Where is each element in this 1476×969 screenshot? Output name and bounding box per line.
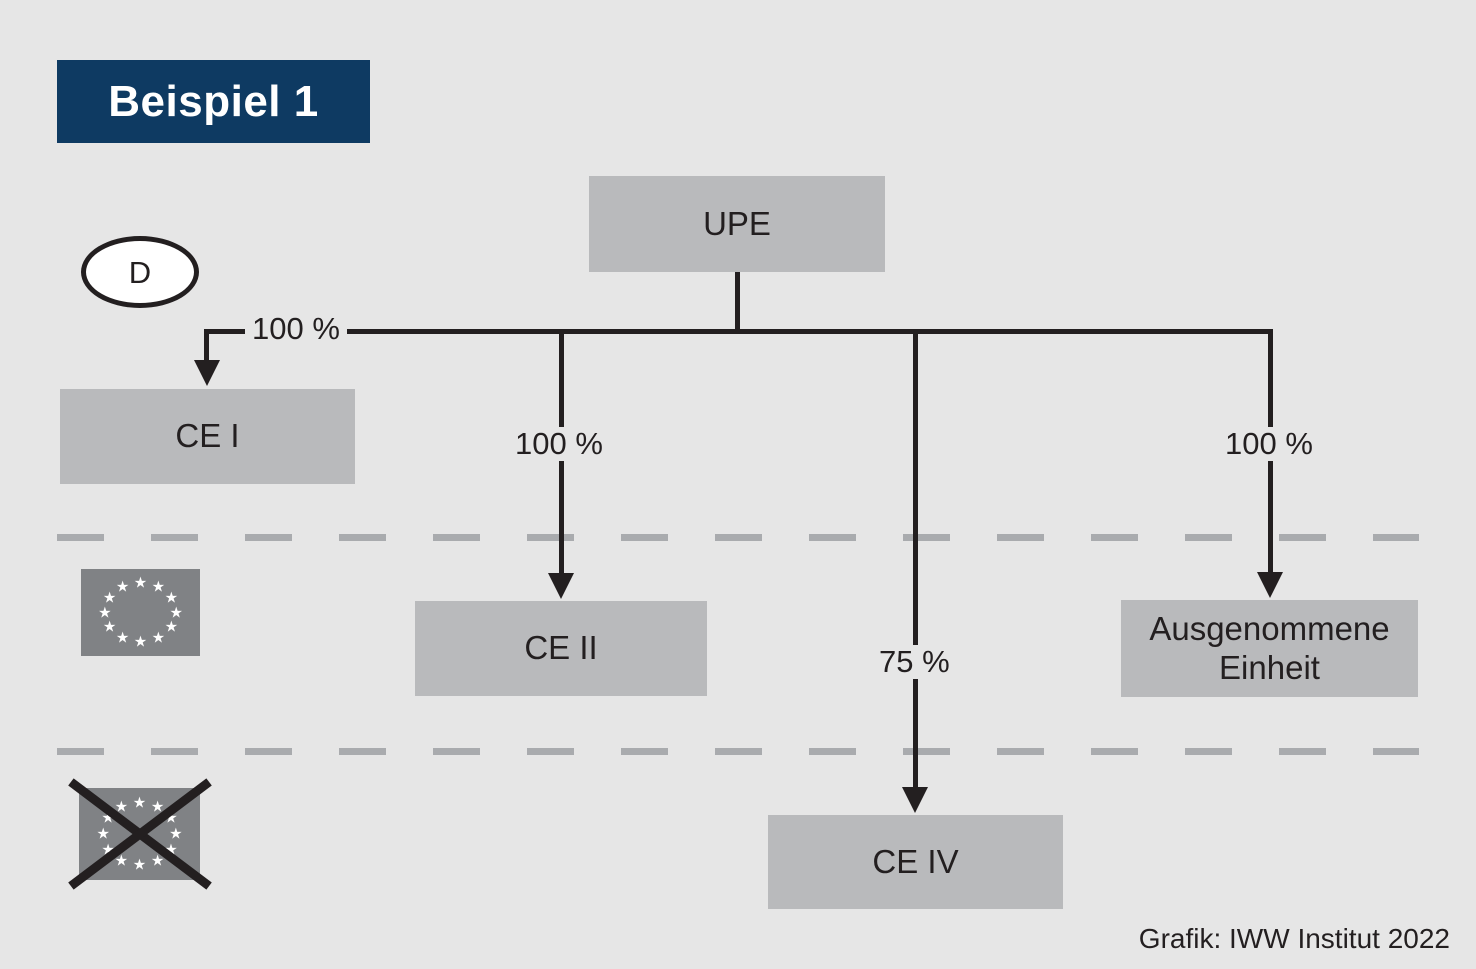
- eu-star: ★: [133, 574, 148, 592]
- eu-star: ★: [169, 825, 183, 843]
- connector-ce1-vertical: [204, 329, 209, 363]
- page-title: Beispiel 1: [108, 76, 319, 126]
- connector-upe-stem: [735, 272, 740, 334]
- jurisdiction-marker-label: D: [128, 254, 152, 290]
- eu-star: ★: [102, 618, 117, 636]
- eu-star: ★: [115, 578, 130, 596]
- connector-bus: [206, 329, 1273, 334]
- eu-star: ★: [164, 618, 179, 636]
- node-ce1-label: CE I: [175, 417, 240, 455]
- eu-star: ★: [132, 794, 147, 812]
- eu-star: ★: [101, 841, 115, 859]
- connector-ce4-vertical: [913, 329, 918, 791]
- connector-ce2-arrowhead: [548, 573, 574, 599]
- edge-label-upe-ce4: 75 %: [872, 644, 957, 680]
- eu-star: ★: [101, 809, 115, 827]
- eu-star: ★: [114, 798, 129, 816]
- eu-star: ★: [96, 825, 110, 843]
- eu-star: ★: [132, 856, 147, 874]
- eu-star: ★: [115, 629, 130, 647]
- eu-star: ★: [102, 589, 117, 607]
- eu-star: ★: [133, 633, 148, 651]
- tier-separator-upper: [57, 534, 1419, 541]
- connector-ce4-arrowhead: [902, 787, 928, 813]
- eu-star: ★: [98, 604, 112, 621]
- jurisdiction-marker-d: D: [81, 236, 199, 308]
- node-ce2-label: CE II: [524, 629, 598, 667]
- edge-label-upe-ce1: 100 %: [245, 311, 347, 347]
- node-ce4[interactable]: CE IV: [768, 815, 1063, 909]
- eu-star: ★: [151, 578, 166, 596]
- eu-star: ★: [164, 809, 178, 827]
- eu-star: ★: [150, 852, 165, 870]
- node-exempt-label-line1: Ausgenommene: [1149, 609, 1390, 647]
- credit-text: Grafik: IWW Institut 2022: [1138, 923, 1450, 954]
- node-exempt-label-line2: Einheit: [1219, 648, 1320, 686]
- edge-label-upe-ce2: 100 %: [508, 426, 610, 462]
- connector-ce1-arrowhead: [194, 360, 220, 386]
- node-ce1[interactable]: CE I: [60, 389, 355, 484]
- connector-exempt-arrowhead: [1257, 572, 1283, 598]
- node-ce2[interactable]: CE II: [415, 601, 707, 696]
- eu-star: ★: [150, 798, 165, 816]
- title-badge: Beispiel 1: [57, 60, 370, 143]
- node-upe[interactable]: UPE: [589, 176, 885, 272]
- eu-star: ★: [164, 841, 178, 859]
- node-upe-label: UPE: [703, 204, 771, 242]
- edge-label-upe-exempt: 100 %: [1218, 426, 1320, 462]
- eu-star: ★: [151, 629, 166, 647]
- node-exempt[interactable]: Ausgenommene Einheit: [1121, 600, 1418, 697]
- eu-flag-icon: ★★★★★★★★★★★★: [81, 569, 200, 656]
- node-ce4-label: CE IV: [872, 842, 959, 880]
- eu-flag-crossed-out-icon: ★★★★★★★★★★★★: [79, 788, 200, 880]
- eu-star: ★: [164, 589, 179, 607]
- eu-star: ★: [169, 604, 183, 621]
- tier-separator-lower: [57, 748, 1419, 755]
- eu-star: ★: [114, 852, 129, 870]
